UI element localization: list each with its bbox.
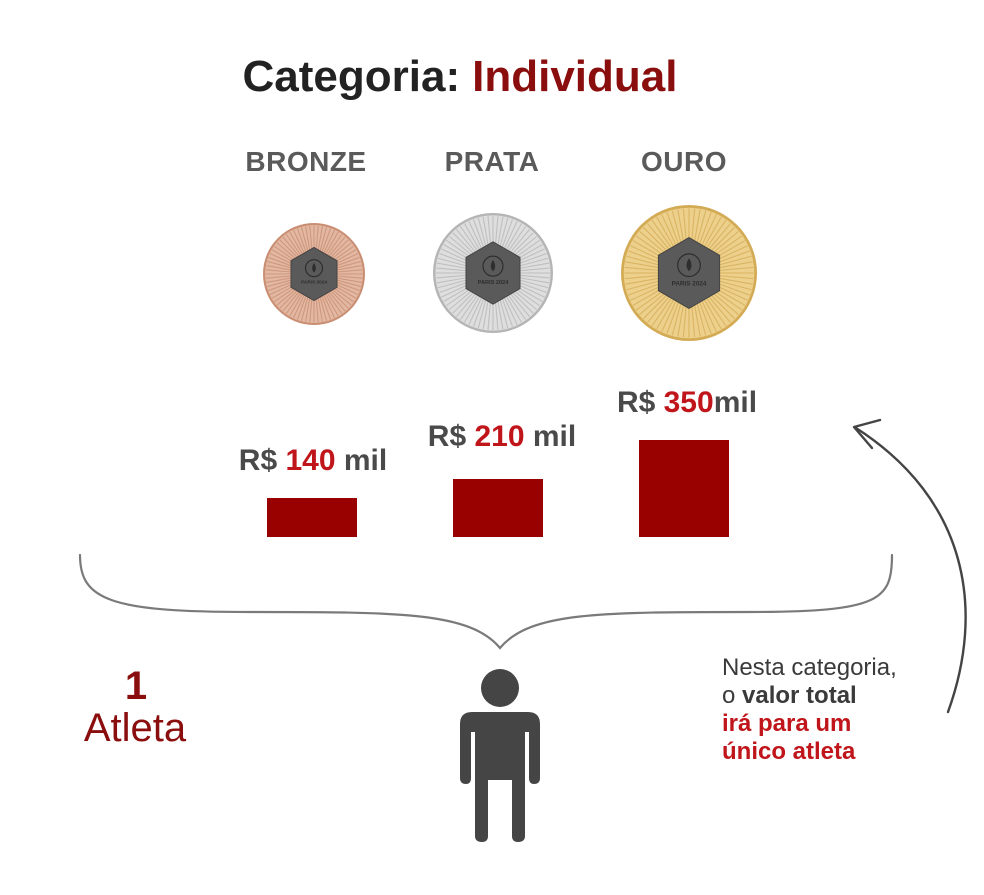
medal-inscription: PARIS 2024 [301, 280, 327, 286]
page-title: Categoria:Individual [0, 52, 920, 102]
bronze-medal-icon: PARIS 2024 [263, 223, 365, 325]
medal-name-bronze: BRONZE [245, 146, 367, 177]
category-note: Nesta categoria, o valor total irá para … [722, 654, 897, 765]
bar-bronze [267, 498, 357, 537]
medal-inscription: PARIS 2024 [672, 281, 707, 288]
gold-medal-icon: PARIS 2024 [621, 205, 757, 341]
athlete-count: 1 [124, 664, 148, 708]
title-label: Categoria: [242, 52, 461, 101]
price-label-gold: R$ 350mil [616, 386, 758, 419]
athlete-label: Atleta [83, 706, 187, 750]
price-label-silver: R$ 210 mil [427, 420, 577, 453]
medal-name-silver: PRATA [444, 146, 540, 177]
silver-medal-icon: PARIS 2024 [433, 213, 553, 333]
person-icon [460, 669, 540, 842]
medal-name-gold: OURO [641, 146, 727, 177]
medal-inscription: PARIS 2024 [478, 280, 510, 286]
price-label-bronze: R$ 140 mil [238, 444, 388, 477]
bar-gold [639, 440, 729, 537]
bar-silver [453, 479, 543, 537]
title-category: Individual [472, 52, 678, 101]
curved-arrow [854, 426, 967, 714]
arrow-head [852, 418, 882, 450]
